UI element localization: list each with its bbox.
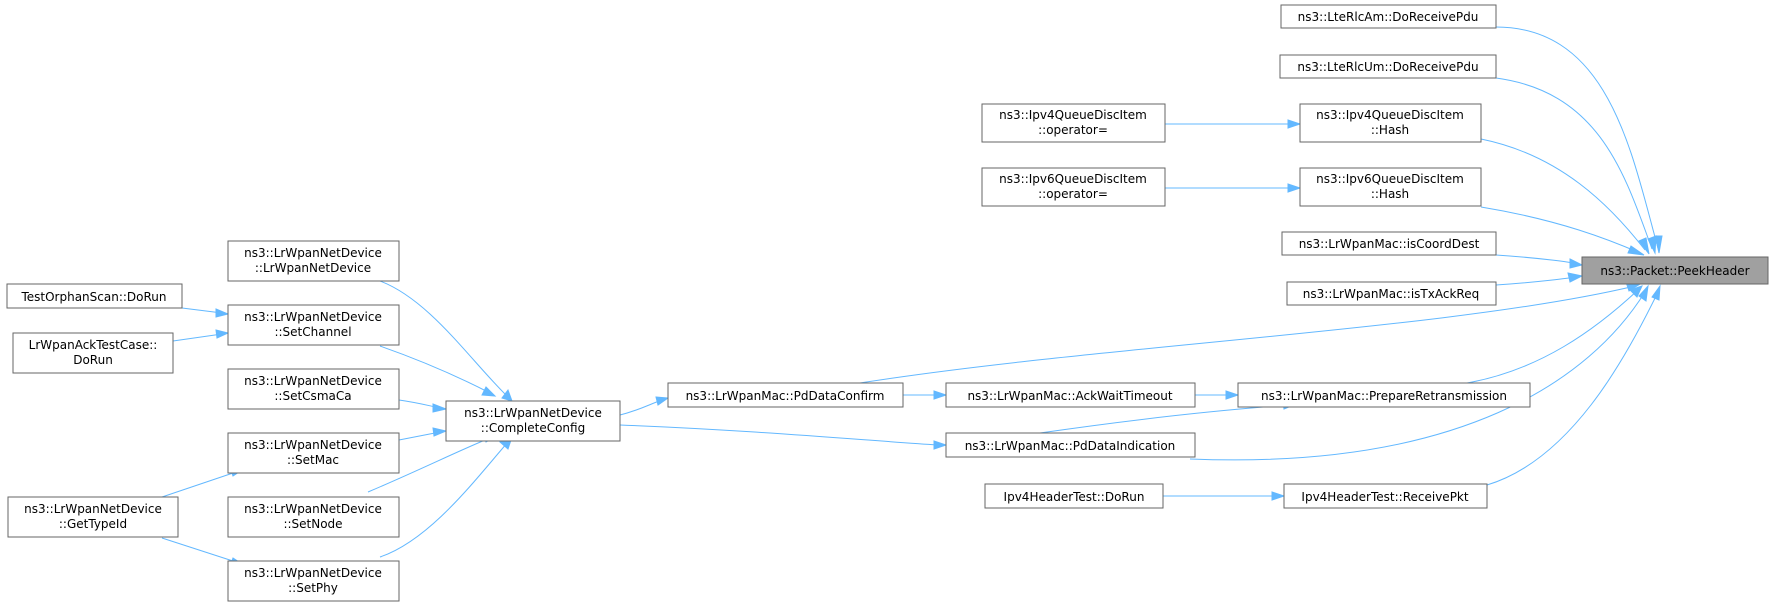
node-label: ns3::Ipv6QueueDiscItem [999, 172, 1147, 186]
node-ipv6queuediscitem-hash[interactable]: ns3::Ipv6QueueDiscItem ::Hash [1299, 167, 1482, 207]
node-label: ns3::Ipv4QueueDiscItem [1316, 108, 1464, 122]
node-label: Ipv4HeaderTest::ReceivePkt [1301, 490, 1468, 504]
node-label: ::Hash [1371, 123, 1409, 137]
edge-recvpkt-root [1486, 284, 1661, 486]
node-lrwpannetdevice-completeconfig[interactable]: ns3::LrWpanNetDevice ::CompleteConfig [445, 400, 621, 442]
node-label: ns3::LrWpanNetDevice [244, 246, 382, 260]
edge-pddataconf-root [859, 281, 1642, 384]
edge-iscoord-root [1495, 254, 1584, 269]
edge-setmac-completecfg [398, 427, 448, 441]
node-ipv4headertest-dorun[interactable]: Ipv4HeaderTest::DoRun [984, 483, 1164, 509]
node-label: ::LrWpanNetDevice [255, 261, 371, 275]
node-testorphanscan-dorun[interactable]: TestOrphanScan::DoRun [6, 283, 183, 309]
node-lrwpanmac-pddataindication[interactable]: ns3::LrWpanMac::PdDataIndication [945, 432, 1196, 458]
node-label: ::SetPhy [288, 581, 338, 595]
edge-ipv6op-ipv4hash [1165, 183, 1302, 193]
edge-ackwait-prepretx [1195, 390, 1240, 400]
nodes: ns3::Packet::PeekHeader ns3::LteRlcAm::D… [6, 4, 1769, 602]
node-label: ns3::Ipv4QueueDiscItem [999, 108, 1147, 122]
node-label: ns3::LrWpanNetDevice [464, 406, 602, 420]
edge-lteam-root [1495, 26, 1663, 254]
edge-pddataconf-ackwait [903, 390, 948, 400]
node-label: ::GetTypeId [59, 517, 127, 531]
node-label: ns3::LrWpanMac::PdDataIndication [965, 439, 1176, 453]
edge-ipv4hdrrun-recvpkt [1163, 491, 1286, 501]
node-label: ::operator= [1038, 123, 1108, 137]
edge-setphy-completecfg [379, 436, 513, 558]
node-label: ns3::Packet::PeekHeader [1600, 264, 1749, 278]
node-lrwpanmac-ackwaittimeout[interactable]: ns3::LrWpanMac::AckWaitTimeout [945, 382, 1196, 408]
node-lrwpanmac-iscoorddest[interactable]: ns3::LrWpanMac::isCoordDest [1281, 231, 1497, 256]
node-label: ns3::LrWpanNetDevice [244, 438, 382, 452]
node-label: ns3::LrWpanMac::AckWaitTimeout [967, 389, 1172, 403]
edge-completecfg-pddataconf [619, 396, 670, 416]
node-packet-peekheader[interactable]: ns3::Packet::PeekHeader [1581, 256, 1769, 285]
node-label: ns3::LrWpanMac::PdDataConfirm [686, 389, 885, 403]
edge-acktest-setchannel [172, 329, 230, 342]
edge-ctor-completecfg [379, 280, 513, 402]
edge-completecfg-pddataind [619, 424, 948, 450]
edge-ipv4hash-root [1480, 138, 1650, 255]
node-label: TestOrphanScan::DoRun [20, 290, 166, 304]
node-lrwpanacktestcase-dorun[interactable]: LrWpanAckTestCase:: DoRun [12, 332, 174, 374]
node-label: ns3::LrWpanNetDevice [244, 310, 382, 324]
node-lterlcum-doreceivepdu[interactable]: ns3::LteRlcUm::DoReceivePdu [1279, 54, 1497, 79]
node-lrwpannetdevice-setphy[interactable]: ns3::LrWpanNetDevice ::SetPhy [227, 560, 400, 602]
node-lterlcam-doreceivepdu[interactable]: ns3::LteRlcAm::DoReceivePdu [1280, 4, 1497, 29]
edge-ipv6hash-root [1480, 206, 1645, 256]
node-label: ns3::Ipv6QueueDiscItem [1316, 172, 1464, 186]
node-label: ns3::LteRlcAm::DoReceivePdu [1298, 10, 1479, 24]
node-label: ns3::LrWpanMac::PrepareRetransmission [1261, 389, 1507, 403]
node-lrwpanmac-pddataconfirm[interactable]: ns3::LrWpanMac::PdDataConfirm [667, 382, 904, 408]
node-label: ns3::LrWpanNetDevice [244, 374, 382, 388]
node-label: ::SetMac [287, 453, 339, 467]
edge-ipv4op-ipv4hash [1165, 119, 1302, 129]
node-label: DoRun [73, 353, 113, 367]
node-label: ::CompleteConfig [481, 421, 585, 435]
node-lrwpannetdevice-setcsmaca[interactable]: ns3::LrWpanNetDevice ::SetCsmaCa [227, 368, 400, 410]
node-label: ::SetCsmaCa [274, 389, 351, 403]
edge-setcsma-completecfg [398, 399, 448, 413]
node-label: ns3::LrWpanNetDevice [244, 502, 382, 516]
edge-istxack-root [1495, 272, 1584, 286]
node-ipv4queuediscitem-operator[interactable]: ns3::Ipv4QueueDiscItem ::operator= [981, 103, 1166, 143]
node-lrwpannetdevice-setmac[interactable]: ns3::LrWpanNetDevice ::SetMac [227, 432, 400, 474]
node-lrwpannetdevice-gettypeid[interactable]: ns3::LrWpanNetDevice ::GetTypeId [7, 496, 179, 538]
node-label: ns3::LrWpanNetDevice [244, 566, 382, 580]
node-label: ns3::LteRlcUm::DoReceivePdu [1297, 60, 1478, 74]
node-lrwpannetdevice-setchannel[interactable]: ns3::LrWpanNetDevice ::SetChannel [227, 304, 400, 346]
node-label: Ipv4HeaderTest::DoRun [1004, 490, 1145, 504]
node-label: ::Hash [1371, 187, 1409, 201]
node-label: ::SetNode [283, 517, 342, 531]
edge-prepretx-root [1466, 285, 1643, 384]
node-label: ns3::LrWpanNetDevice [24, 502, 162, 516]
node-ipv4queuediscitem-hash[interactable]: ns3::Ipv4QueueDiscItem ::Hash [1299, 103, 1482, 143]
node-label: LrWpanAckTestCase:: [29, 338, 158, 352]
node-label: ns3::LrWpanMac::isCoordDest [1299, 237, 1480, 251]
node-ipv6queuediscitem-operator[interactable]: ns3::Ipv6QueueDiscItem ::operator= [981, 167, 1166, 207]
edge-orphan-setchannel [181, 307, 230, 318]
node-lrwpannetdevice-setnode[interactable]: ns3::LrWpanNetDevice ::SetNode [227, 496, 400, 538]
node-lrwpannetdevice-ctor[interactable]: ns3::LrWpanNetDevice ::LrWpanNetDevice [227, 240, 400, 282]
node-label: ns3::LrWpanMac::isTxAckReq [1303, 287, 1479, 301]
node-label: ::operator= [1038, 187, 1108, 201]
edge-setchannel-completecfg [379, 345, 497, 397]
node-label: ::SetChannel [274, 325, 351, 339]
edge-lteum-root [1495, 77, 1657, 255]
node-lrwpanmac-prepareretransmission[interactable]: ns3::LrWpanMac::PrepareRetransmission [1237, 382, 1531, 408]
node-lrwpanmac-istxackreq[interactable]: ns3::LrWpanMac::isTxAckReq [1286, 281, 1497, 306]
edge-pddataind-root [1189, 284, 1649, 461]
node-ipv4headertest-receivepkt[interactable]: Ipv4HeaderTest::ReceivePkt [1283, 483, 1488, 509]
